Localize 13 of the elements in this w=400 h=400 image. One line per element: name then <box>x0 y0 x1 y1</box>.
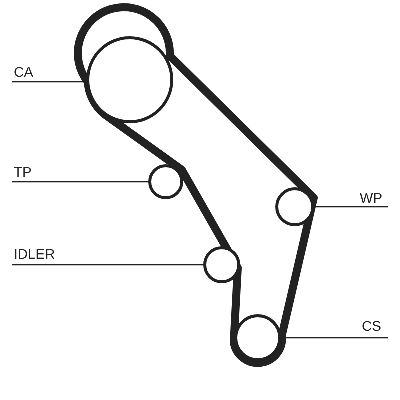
part-label: TP <box>14 164 32 180</box>
pulley-circle <box>86 36 174 124</box>
part-label: IDLER <box>14 246 56 262</box>
part-label: CA <box>14 64 34 80</box>
part-label: WP <box>360 190 383 206</box>
part-label: CS <box>362 318 382 334</box>
pulley-circle <box>234 314 282 362</box>
leader-line <box>12 264 205 266</box>
pulley-circle <box>204 246 240 284</box>
pulley-circle <box>276 188 314 226</box>
leader-line <box>313 206 388 208</box>
pulley-circle <box>148 164 184 200</box>
leader-line <box>12 181 150 183</box>
